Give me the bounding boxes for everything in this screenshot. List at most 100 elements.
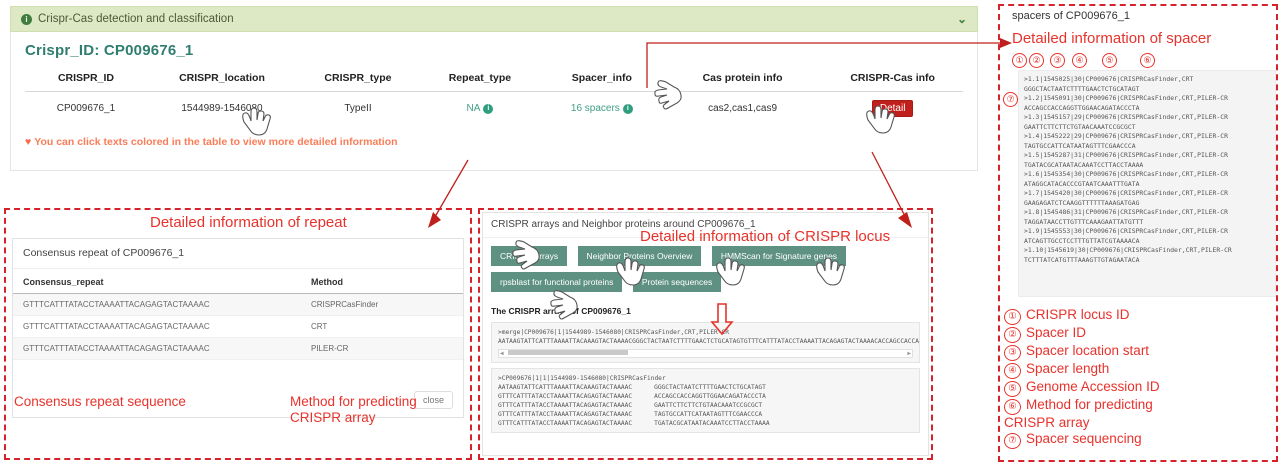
chevron-down-icon[interactable]: ⌄ [956, 12, 967, 26]
consensus-repeat-card-title: Consensus repeat of CP009676_1 [13, 239, 463, 269]
marker-4-icon: ④ [1072, 53, 1087, 68]
crispr-locus-card: CRISPR arrays and Neighbor proteins arou… [482, 212, 929, 456]
col-repeat-type: Repeat_type [418, 68, 541, 92]
scroll-right-arrow-icon[interactable]: ▶ [907, 350, 911, 357]
locus-annotation-box [478, 208, 933, 460]
cell-consensus-repeat: GTTTCATTTATACCTAAAATTACAGAGTACTAAAAC [13, 315, 301, 338]
scrollbar-thumb[interactable] [508, 350, 628, 355]
legend-item-7: ⑦ Spacer sequencing [1004, 431, 1274, 450]
spacer-info-link[interactable]: 16 spacers [570, 103, 620, 114]
legend-item-2: ② Spacer ID [1004, 325, 1274, 343]
merge-sequence-header: >merge|CP009676|1|1544989-1546080|CRISPR… [498, 329, 729, 336]
legend-label-wrap: CRISPR array [1004, 415, 1090, 430]
marker-1-icon: ① [1012, 53, 1027, 68]
legend-label: Spacer sequencing [1026, 431, 1142, 447]
marker-3-icon: ③ [1050, 53, 1065, 68]
close-button[interactable]: close [413, 391, 453, 409]
col-crispr-location: CRISPR_location [146, 68, 298, 92]
panel-body: Crispr_ID: CP009676_1 CRISPR_ID CRISPR_l… [10, 32, 978, 171]
panel-header-title: Crispr-Cas detection and classification [38, 13, 234, 25]
marker-2-icon: ② [1004, 327, 1021, 343]
legend-item-4: ④ Spacer length [1004, 361, 1274, 379]
crispr-locus-card-title: CRISPR arrays and Neighbor proteins arou… [483, 213, 928, 238]
crispr-arrays-subtitle: The CRISPR arrays of CP009676_1 [491, 306, 631, 316]
table-row: GTTTCATTTATACCTAAAATTACAGAGTACTAAAAC CRI… [13, 293, 463, 316]
consensus-repeat-card: Consensus repeat of CP009676_1 Consensus… [12, 238, 464, 418]
info-icon[interactable]: i [483, 104, 494, 114]
legend-label: Method for predicting [1026, 397, 1153, 412]
locus-annotation-title: Detailed information of CRISPR locus [640, 228, 891, 245]
legend-item-1: ① CRISPR locus ID [1004, 307, 1274, 325]
marker-2-icon: ② [1029, 53, 1044, 68]
marker-6-icon: ⑥ [1140, 53, 1155, 68]
array-repeat: GTTTCATTTATACCTAAAATTACAGAGTACTAAAAC [498, 393, 633, 400]
array-repeat: GTTTCATTTATACCTAAAATTACAGAGTACTAAAAC [498, 411, 633, 418]
cell-method: CRISPRCasFinder [301, 293, 463, 316]
heart-icon: ♥ [25, 136, 32, 148]
legend-item-5: ⑤ Genome Accession ID [1004, 379, 1274, 397]
detail-button[interactable]: Detail [871, 100, 914, 117]
marker-7-icon: ⑦ [1004, 433, 1021, 450]
repeat-note-left: Consensus repeat sequence [14, 394, 186, 409]
repeat-note-right: Method for predicting CRISPR array [290, 394, 417, 426]
array-row: GTTTCATTTATACCTAAAATTACAGAGTACTAAAAC TAG… [498, 410, 913, 419]
repeat-type-link[interactable]: NA [466, 103, 481, 114]
crispr-cas-detection-panel: i Crispr-Cas detection and classificatio… [10, 6, 978, 172]
col-crispr-type: CRISPR_type [297, 68, 419, 92]
col-crispr-id: CRISPR_ID [25, 68, 147, 92]
col-spacer-info: Spacer_info [540, 68, 663, 92]
marker-1-icon: ① [1004, 309, 1021, 325]
info-icon[interactable]: i [622, 104, 633, 114]
marker-6-icon: ⑥ [1004, 399, 1021, 415]
array-repeat: GTTTCATTTATACCTAAAATTACAGAGTACTAAAAC [498, 420, 633, 427]
array-spacer: ACCAGCCACCAGGTTGGAACAGATACCCTA [654, 393, 766, 400]
array-sequence-header: >CP009676|1|1|1544989-1546080|CRISPRCasF… [498, 375, 666, 382]
legend-label: Spacer ID [1026, 325, 1087, 340]
panel-header[interactable]: i Crispr-Cas detection and classificatio… [10, 6, 978, 32]
spacer-fasta-text: >1.1|1545025|30|CP009676|CRISPRCasFinder… [1018, 70, 1276, 297]
consensus-repeat-table: Consensus_repeat Method GTTTCATTTATACCTA… [13, 269, 463, 360]
marker-5-icon: ⑤ [1102, 53, 1117, 68]
array-spacer: GAATTCTTCTTCTGTAACAAATCCGCGCT [654, 402, 763, 409]
horizontal-scrollbar[interactable]: ◀ ▶ [498, 349, 913, 358]
table-header-row: CRISPR_ID CRISPR_location CRISPR_type Re… [25, 68, 963, 92]
crispr-summary-table: CRISPR_ID CRISPR_location CRISPR_type Re… [25, 68, 963, 123]
legend-item-3: ③ Spacer location start [1004, 343, 1274, 361]
tab-neighbor-proteins-overview[interactable]: Neighbor Proteins Overview [577, 246, 702, 266]
array-row: AATAAGTATTCATTTAAAATTACAAAGTACTAAAAC GGG… [498, 383, 913, 392]
merge-sequence-text: AATAAGTATTCATTTAAAATTACAAAGTACTAAAACGGGC… [498, 338, 919, 345]
cell-method: PILER-CR [301, 337, 463, 360]
spacer-annotation-box [998, 4, 1278, 462]
cell-consensus-repeat: GTTTCATTTATACCTAAAATTACAGAGTACTAAAAC [13, 293, 301, 316]
repeat-note-right-line2: CRISPR array [290, 410, 376, 425]
info-icon: i [21, 13, 32, 25]
marker-4-icon: ④ [1004, 363, 1021, 379]
col-method: Method [301, 269, 463, 294]
table-row: GTTTCATTTATACCTAAAATTACAGAGTACTAAAAC PIL… [13, 337, 463, 360]
tab-hmmscan-signature-genes[interactable]: HMMScan for Signature genes [711, 246, 847, 266]
legend-label: Genome Accession ID [1026, 379, 1160, 394]
array-row: GTTTCATTTATACCTAAAATTACAGAGTACTAAAAC GAA… [498, 401, 913, 410]
spacer-annotation-title: Detailed information of spacer [1012, 30, 1212, 47]
legend-label: Spacer location start [1026, 343, 1150, 358]
crispr-array-sequence-box: >CP009676|1|1|1544989-1546080|CRISPRCasF… [491, 368, 920, 433]
repeat-annotation-box [4, 208, 472, 460]
tab-rpsblast-functional-proteins[interactable]: rpsblast for functional proteins [491, 272, 623, 292]
tab-protein-sequences[interactable]: Protein sequences [632, 272, 722, 292]
table-row: GTTTCATTTATACCTAAAATTACAGAGTACTAAAAC CRT [13, 315, 463, 338]
spacer-card-title: spacers of CP009676_1 [1012, 10, 1131, 22]
cell-crispr-cas-info: Detail [822, 92, 963, 124]
click-hint-text: You can click texts colored in the table… [34, 136, 398, 148]
legend-label: Spacer length [1026, 361, 1110, 376]
marker-5-icon: ⑤ [1004, 381, 1021, 397]
spacer-legend: ① CRISPR locus ID ② Spacer ID ③ Spacer l… [1004, 307, 1274, 450]
table-header-row: Consensus_repeat Method [13, 269, 463, 294]
tab-crispr-arrays[interactable]: CRISPR arrays [491, 246, 568, 266]
repeat-annotation-title: Detailed information of repeat [150, 214, 347, 231]
array-row: GTTTCATTTATACCTAAAATTACAGAGTACTAAAAC TGA… [498, 419, 913, 428]
scroll-left-arrow-icon[interactable]: ◀ [500, 350, 504, 357]
marker-3-icon: ③ [1004, 345, 1021, 361]
